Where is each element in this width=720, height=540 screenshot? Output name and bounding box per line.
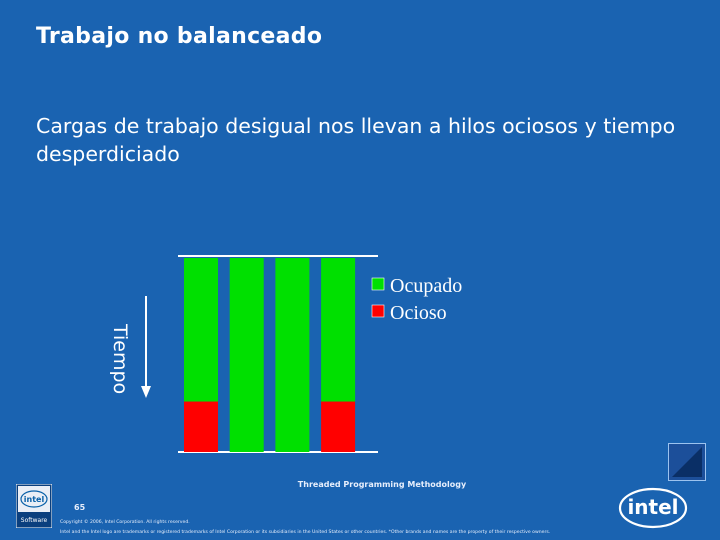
bar-busy-1 [184, 258, 218, 402]
bar-busy-4 [321, 258, 356, 402]
bar-busy-2 [229, 258, 264, 452]
intel-logo: intel [618, 487, 688, 529]
slide-title: Trabajo no balanceado [36, 24, 323, 49]
bar-idle-1 [184, 401, 218, 452]
legend-label-idle: Ocioso [390, 302, 447, 324]
legend-swatch-busy [371, 277, 385, 291]
slide-subtitle: Cargas de trabajo desigual nos llevan a … [36, 114, 676, 166]
badge-software-text: Software [21, 517, 48, 524]
footer-copyright: Copyright © 2006, Intel Corporation. All… [60, 520, 190, 525]
page-number: 65 [74, 503, 86, 512]
footer-trademarks: Intel and the Intel logo are trademarks … [60, 530, 551, 535]
legend-label-busy: Ocupado [390, 275, 462, 297]
time-arrow-head [141, 386, 151, 398]
footer-center-text: Threaded Programming Methodology [297, 480, 467, 489]
play-triangle-icon [672, 447, 702, 477]
footer-bar [0, 474, 720, 540]
bar-idle-4 [321, 401, 356, 452]
next-slide-button[interactable] [668, 443, 706, 481]
legend-swatch-idle [371, 304, 385, 318]
footer-legal: Copyright © 2006, Intel Corporation. All… [60, 518, 710, 538]
time-axis-label: Tiempo [109, 323, 131, 394]
badge-intel-text: intel [24, 495, 45, 504]
intel-software-badge: intel Software [16, 484, 52, 528]
bar-busy-3 [275, 258, 310, 452]
intel-logo-text: intel [627, 495, 678, 519]
